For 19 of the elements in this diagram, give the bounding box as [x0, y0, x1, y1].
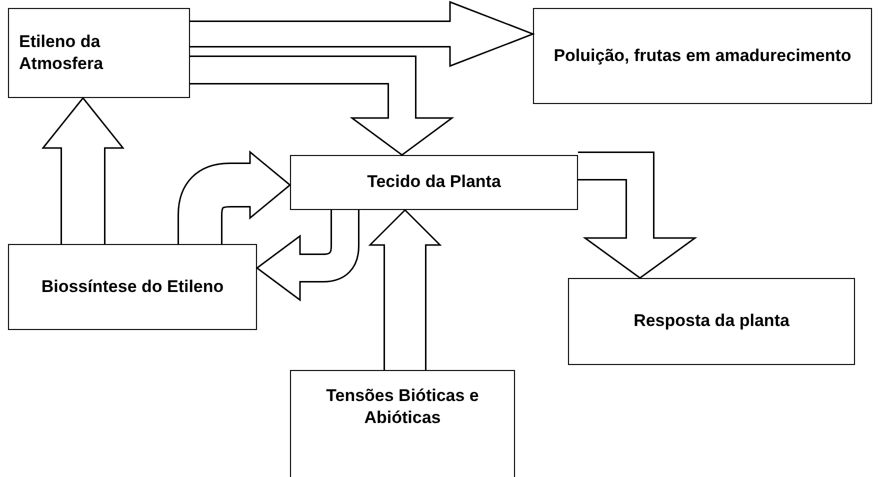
node-label: Resposta da planta: [632, 310, 790, 332]
process-box: [8, 8, 190, 98]
node-label: Biossíntese do Etileno: [40, 276, 225, 298]
block-arrow: [190, 1, 534, 67]
node-label: Etileno da Atmosfera: [19, 30, 104, 75]
process-box: [568, 278, 855, 365]
block-arrow: [190, 56, 453, 156]
process-box: [8, 244, 257, 330]
block-arrow: [256, 210, 360, 301]
node-label: Tensões Bióticas e Abióticas: [325, 385, 480, 430]
block-arrow: [369, 209, 441, 370]
process-box: [533, 8, 872, 104]
node-label: Tecido da Planta: [366, 171, 502, 194]
process-box: [290, 155, 578, 210]
block-arrow: [42, 97, 124, 244]
block-arrow: [578, 152, 696, 279]
node-label: Poluição, frutas em amadurecimento: [552, 44, 852, 67]
process-box: [290, 370, 515, 477]
block-arrow: [178, 151, 291, 244]
